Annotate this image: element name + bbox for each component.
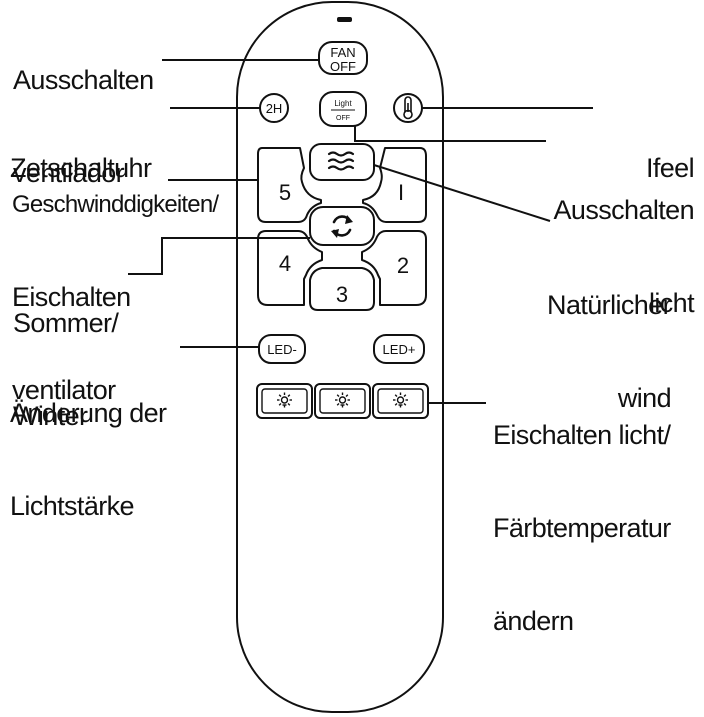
bulb-icon xyxy=(393,392,408,408)
leader-natural-wind xyxy=(373,164,551,222)
light-off-label-bottom: OFF xyxy=(336,115,350,122)
led-plus-label: LED+ xyxy=(383,342,416,357)
light-button-1[interactable] xyxy=(256,383,313,419)
ifeel-button[interactable] xyxy=(393,93,423,123)
callout-light-color: Eischalten licht/ Färbtemperatur ändern xyxy=(493,420,671,636)
leader-summer-winter xyxy=(128,237,310,275)
light-off-button[interactable]: Light OFF xyxy=(319,91,367,127)
light-button-2[interactable] xyxy=(314,383,371,419)
thermometer-icon xyxy=(403,96,413,120)
callout-brightness: Änderung der Lichtstärke xyxy=(10,398,167,521)
speed-5-label: 5 xyxy=(279,180,291,205)
wind-waves-icon xyxy=(327,151,355,171)
led-minus-label: LED- xyxy=(267,342,297,357)
speed-3-label: 3 xyxy=(336,282,348,307)
speed-1-label: I xyxy=(398,180,404,205)
speed-3-button[interactable] xyxy=(309,267,375,311)
speed-4-label: 4 xyxy=(279,251,291,276)
fan-off-label-bottom: OFF xyxy=(330,59,356,74)
fan-off-button[interactable]: FAN OFF xyxy=(318,41,368,75)
timer-label: 2H xyxy=(266,101,283,116)
leader-lines xyxy=(128,59,593,404)
bulb-icons xyxy=(277,392,408,408)
natural-wind-button[interactable] xyxy=(309,143,375,181)
light-off-label-top: Light xyxy=(334,99,352,108)
bulb-icon xyxy=(277,392,292,408)
callout-speeds: Geschwinddigkeiten/ Eischalten ventilato… xyxy=(12,191,219,405)
callout-timer: Zetschaltuhr xyxy=(10,153,152,183)
timer-button[interactable]: 2H xyxy=(259,93,289,123)
led-plus-button[interactable]: LED+ xyxy=(373,334,425,364)
speed-5-button[interactable] xyxy=(257,147,322,223)
callout-fan-off: Ausschalten ventilador xyxy=(13,65,154,188)
speed-2-button[interactable] xyxy=(361,230,427,306)
leader-light-off xyxy=(354,126,546,142)
fan-off-label-top: FAN xyxy=(330,45,355,60)
summer-winter-button[interactable] xyxy=(309,206,375,246)
light-button-3[interactable] xyxy=(372,383,429,419)
callout-natural-wind: Natürlicher wind xyxy=(547,290,672,413)
speed-2-label: 2 xyxy=(397,253,409,278)
led-minus-button[interactable]: LED- xyxy=(258,334,306,364)
indicator-led xyxy=(337,17,352,22)
callout-light-off: Ausschalten licht xyxy=(553,195,695,318)
callout-ifeel: Ifeel xyxy=(645,153,695,183)
speed-1-button[interactable] xyxy=(362,147,427,223)
callout-summer-winter: Sommer/ Winter xyxy=(13,308,119,431)
bulb-icon xyxy=(335,392,350,408)
